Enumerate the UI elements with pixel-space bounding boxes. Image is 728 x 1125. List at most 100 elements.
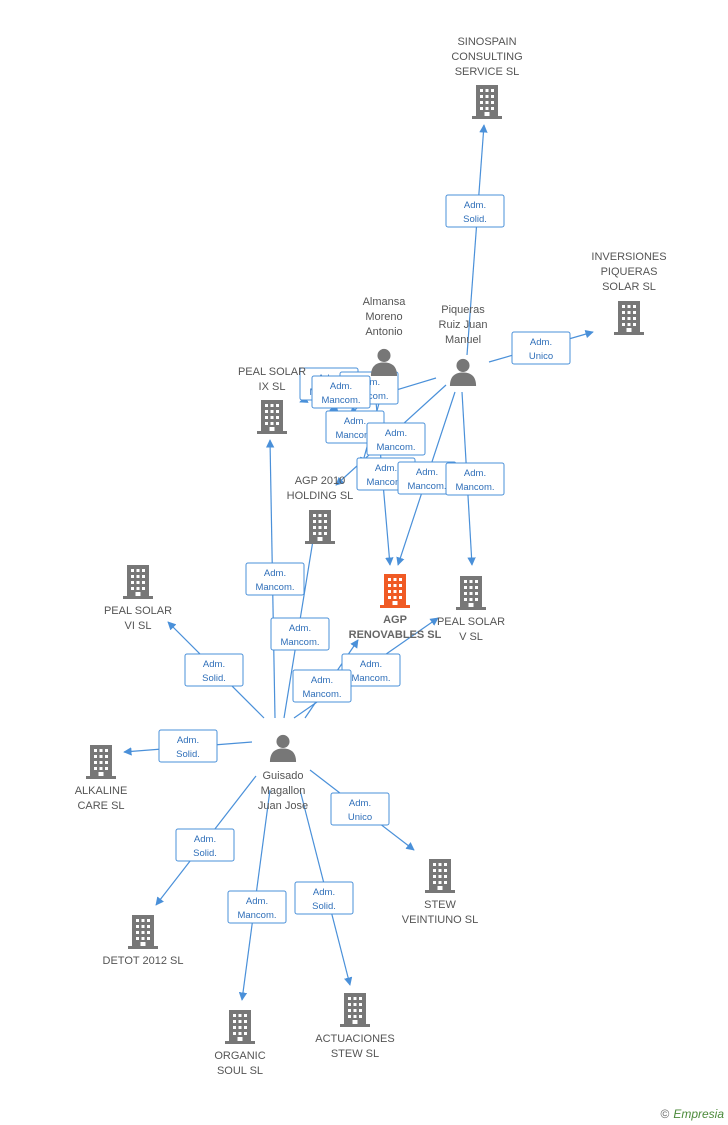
building-icon bbox=[380, 574, 410, 608]
building-icon bbox=[614, 301, 644, 335]
relation-badge[interactable]: Adm.Mancom. bbox=[397, 461, 457, 495]
relation-badge-box bbox=[158, 729, 218, 763]
building-icon bbox=[425, 859, 455, 893]
relation-badge[interactable]: Adm.Mancom. bbox=[245, 562, 305, 596]
relation-label: Mancom. bbox=[335, 430, 374, 441]
node-label: RENOVABLES SL bbox=[349, 629, 442, 641]
copyright-icon: © bbox=[660, 1107, 670, 1121]
empresia-brand[interactable]: ©Empresia bbox=[660, 1107, 724, 1121]
brand-name: Empresia bbox=[673, 1107, 724, 1121]
relation-badge-box bbox=[184, 653, 244, 687]
node-label: ALKALINE bbox=[75, 785, 128, 797]
node-agp[interactable]: AGP RENOVABLES SL bbox=[349, 574, 442, 641]
node-label: DETOT 2012 SL bbox=[103, 955, 184, 967]
node-label: Guisado bbox=[263, 770, 304, 782]
relation-label: Mancom. bbox=[321, 395, 360, 406]
node-label: HOLDING SL bbox=[287, 490, 354, 502]
node-label: PEAL SOLAR bbox=[238, 366, 306, 378]
node-label: SOUL SL bbox=[217, 1065, 263, 1077]
relation-badge[interactable]: Adm. Unico bbox=[511, 331, 571, 365]
relation-badge-box bbox=[330, 792, 390, 826]
node-label: PEAL SOLAR bbox=[437, 616, 505, 628]
node-organic[interactable]: ORGANIC SOUL SL bbox=[214, 1010, 266, 1077]
node-label: Moreno bbox=[365, 311, 402, 323]
relation-badge-box bbox=[445, 462, 505, 496]
node-label: ORGANIC bbox=[214, 1050, 265, 1062]
relation-label: Adm. bbox=[349, 798, 371, 809]
relation-badge-box bbox=[366, 422, 426, 456]
building-icon bbox=[86, 745, 116, 779]
relation-badge[interactable]: Adm.Unico bbox=[330, 792, 390, 826]
relation-badge[interactable]: Adm.Mancom. bbox=[445, 462, 505, 496]
relation-badge[interactable]: Adm. Solid. bbox=[445, 194, 505, 228]
building-icon bbox=[225, 1010, 255, 1044]
relation-badge[interactable]: Adm. Mancom. bbox=[311, 375, 371, 409]
node-alkaline[interactable]: ALKALINE CARE SL bbox=[75, 745, 128, 812]
relation-badge-box bbox=[175, 828, 235, 862]
node-label: INVERSIONES bbox=[591, 251, 666, 263]
node-label: Almansa bbox=[363, 296, 407, 308]
relation-badge-box bbox=[445, 194, 505, 228]
relation-badge-box bbox=[294, 881, 354, 915]
relation-badge[interactable]: Adm.Mancom. bbox=[270, 617, 330, 651]
building-icon bbox=[472, 85, 502, 119]
relation-badge[interactable]: Adm.Mancom. bbox=[366, 422, 426, 456]
relation-label: Adm. bbox=[177, 735, 199, 746]
building-icon bbox=[123, 565, 153, 599]
relation-label: Mancom. bbox=[376, 442, 415, 453]
relation-label: Mancom. bbox=[302, 689, 341, 700]
relation-label: Mancom. bbox=[255, 582, 294, 593]
relation-label: Adm. bbox=[330, 381, 352, 392]
relation-label: Adm. bbox=[360, 659, 382, 670]
node-label: SERVICE SL bbox=[455, 66, 520, 78]
building-icon bbox=[257, 400, 287, 434]
relation-badge-box bbox=[292, 669, 352, 703]
node-label: AGP 2010 bbox=[295, 475, 346, 487]
relation-label: Adm. bbox=[464, 200, 486, 211]
node-sinospain[interactable]: SINOSPAIN CONSULTING SERVICE SL bbox=[451, 36, 523, 119]
building-icon bbox=[456, 576, 486, 610]
node-peal9[interactable]: PEAL SOLAR IX SL bbox=[238, 366, 306, 434]
relation-label: Adm. bbox=[344, 416, 366, 427]
relation-badge[interactable]: Adm.Mancom. bbox=[292, 669, 352, 703]
node-label: STEW SL bbox=[331, 1048, 379, 1060]
node-label: CARE SL bbox=[77, 800, 124, 812]
node-label: PEAL SOLAR bbox=[104, 605, 172, 617]
relation-label: Mancom. bbox=[366, 477, 405, 488]
relation-badge[interactable]: Adm.Solid. bbox=[184, 653, 244, 687]
node-label: CONSULTING bbox=[451, 51, 522, 63]
relation-label: Adm. bbox=[289, 623, 311, 634]
relation-label: Adm. bbox=[246, 896, 268, 907]
node-label: AGP bbox=[383, 614, 407, 626]
relation-label: Solid. bbox=[176, 749, 200, 760]
relation-badge[interactable]: Adm.Solid. bbox=[175, 828, 235, 862]
node-label: IX SL bbox=[259, 381, 286, 393]
relation-badge[interactable]: Adm.Solid. bbox=[294, 881, 354, 915]
relation-label: Mancom. bbox=[237, 910, 276, 921]
relation-label: Solid. bbox=[463, 214, 487, 225]
relation-label: Unico bbox=[529, 351, 553, 362]
node-label: Magallon bbox=[261, 785, 306, 797]
node-label: V SL bbox=[459, 631, 483, 643]
relation-label: Adm. bbox=[194, 834, 216, 845]
relation-label: Adm. bbox=[530, 337, 552, 348]
node-label: SOLAR SL bbox=[602, 281, 656, 293]
node-label: Piqueras bbox=[441, 304, 485, 316]
node-peal5[interactable]: PEAL SOLAR V SL bbox=[437, 576, 505, 643]
relation-badge[interactable]: Adm. Solid. bbox=[158, 729, 218, 763]
node-label: SINOSPAIN bbox=[457, 36, 516, 48]
building-icon bbox=[128, 915, 158, 949]
relation-badge[interactable]: Adm. Mancom. bbox=[227, 890, 287, 924]
relation-badge-box bbox=[270, 617, 330, 651]
node-detot[interactable]: DETOT 2012 SL bbox=[103, 915, 184, 967]
relation-badge-box bbox=[511, 331, 571, 365]
